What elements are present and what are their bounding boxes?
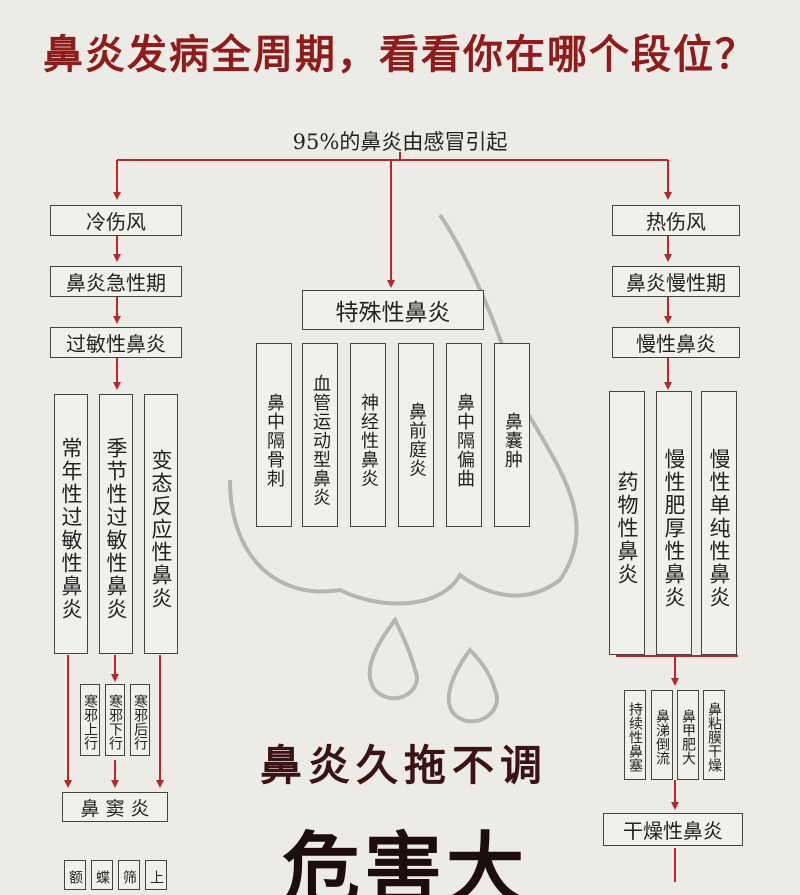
node-seasonal: 季节性过敏性鼻炎 [99,394,133,654]
node-septal-spur: 鼻中隔骨刺 [256,343,292,527]
node-turbinate-hypertrophy: 鼻甲肥大 [677,690,699,780]
node-perennial: 常年性过敏性鼻炎 [54,394,88,654]
node-chronic-stage: 鼻炎慢性期 [612,266,740,297]
node-drug-induced: 药物性鼻炎 [609,391,645,655]
node-special-rhinitis: 特殊性鼻炎 [302,290,484,330]
node-neural: 神经性鼻炎 [350,343,386,527]
node-vestibulitis: 鼻前庭炎 [398,343,434,527]
node-frontal: 额 [64,860,86,890]
node-chronic-rhinitis: 慢性鼻炎 [612,327,740,358]
slogan: 鼻炎久拖不调 [259,741,548,790]
node-hot-wind: 热伤风 [612,205,740,236]
node-dry-rhinitis: 干燥性鼻炎 [603,813,743,846]
node-simple-chronic: 慢性单纯性鼻炎 [701,391,737,655]
node-septal-deviation: 鼻中隔偏曲 [446,343,482,527]
node-dry-mucosa: 鼻粘膜干燥 [703,690,725,780]
node-cold-up: 寒邪上行 [80,684,100,756]
node-ethmoid: 筛 [118,860,140,890]
node-maxillary: 上 [145,860,167,890]
node-nasal-cyst: 鼻囊肿 [494,343,530,527]
page-title: 鼻炎发病全周期，看看你在哪个段位？ [43,32,757,78]
node-vasomotor: 血管运动型鼻炎 [302,343,338,527]
node-cold-wind: 冷伤风 [50,205,182,236]
node-acute-stage: 鼻炎急性期 [50,266,182,297]
danger-headline: 危害大 [281,825,528,895]
node-postnasal-drip: 鼻涕倒流 [651,690,673,780]
node-allergic-rhinitis: 过敏性鼻炎 [50,327,182,358]
node-persistent-congestion: 持续性鼻塞 [624,690,646,780]
node-cold-down: 寒邪下行 [105,684,125,756]
node-sinusitis: 鼻 窦 炎 [62,792,168,822]
node-allergic-reaction: 变态反应性鼻炎 [144,394,178,654]
node-hypertrophic: 慢性肥厚性鼻炎 [656,391,692,655]
node-cold-back: 寒邪后行 [130,684,150,756]
node-sphenoid: 蝶 [91,860,113,890]
subtitle: 95%的鼻炎由感冒引起 [292,130,508,154]
